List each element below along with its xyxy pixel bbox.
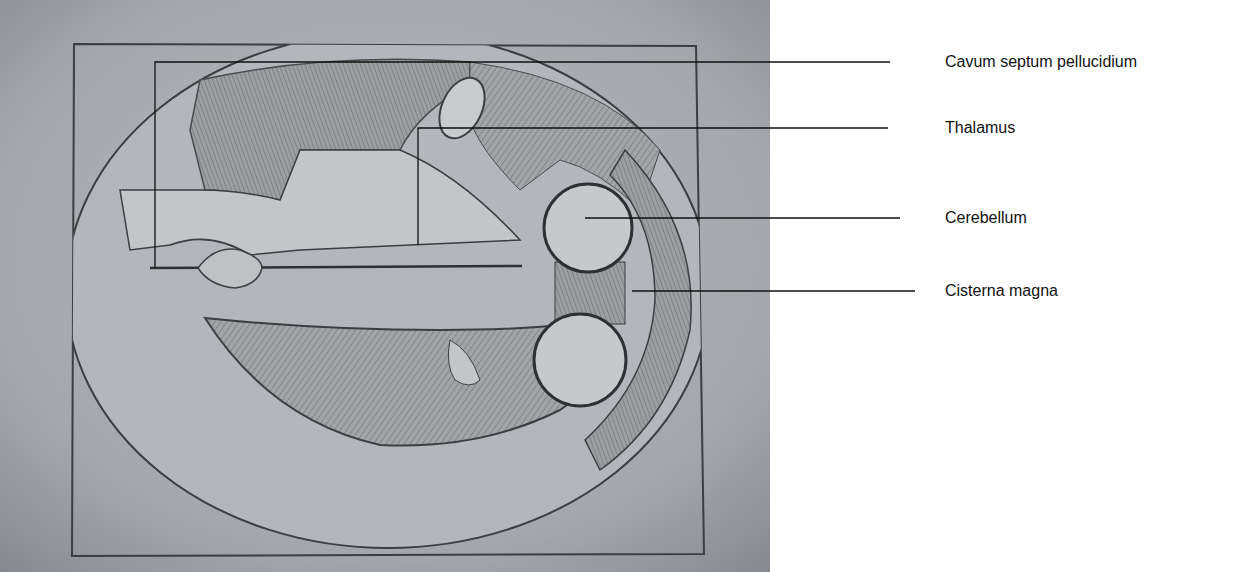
vessel xyxy=(430,71,493,146)
part-label: Cerebellum xyxy=(945,208,1027,228)
vessel xyxy=(448,340,480,385)
ventricle xyxy=(120,150,520,255)
leader-line xyxy=(418,128,888,245)
part-label: Thalamus xyxy=(945,118,1015,138)
cavum-septum xyxy=(198,249,262,288)
part-label: Cisterna magna xyxy=(945,281,1058,301)
skull-outline xyxy=(66,32,710,548)
cerebellar-hemisphere xyxy=(534,314,626,406)
leader-line xyxy=(632,290,915,291)
part-label: Cavum septum pellucidium xyxy=(945,52,1137,72)
leader-lines xyxy=(155,62,915,291)
paper-photo xyxy=(0,0,770,572)
skull xyxy=(66,32,710,548)
cerebellar-hemisphere xyxy=(544,184,632,272)
leader-line xyxy=(585,217,900,218)
leader-line xyxy=(155,62,890,268)
